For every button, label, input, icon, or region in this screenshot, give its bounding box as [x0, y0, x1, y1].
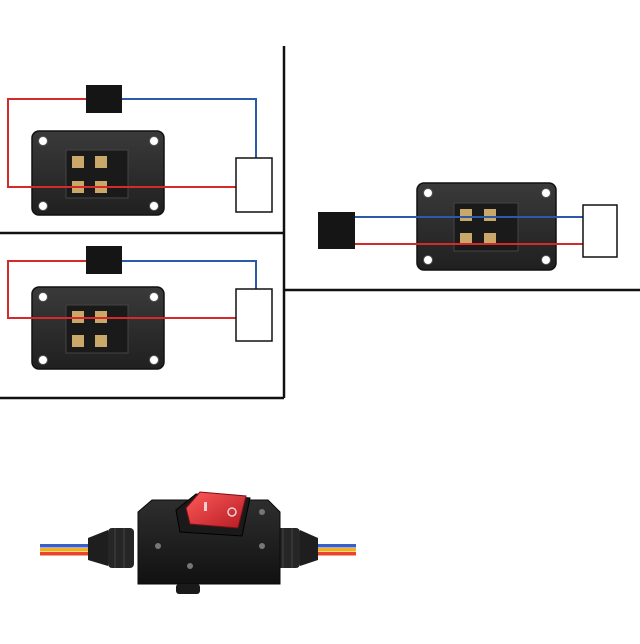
cable-gland-right	[274, 528, 318, 568]
power-source-icon	[86, 246, 122, 274]
live-wire	[7, 98, 236, 188]
screw-hole-icon	[38, 136, 48, 146]
screw-icon	[259, 509, 265, 515]
cable-gland-left	[88, 528, 134, 568]
screw-hole-icon	[38, 355, 48, 365]
load-icon	[582, 204, 618, 258]
switch-plate-icon	[416, 182, 557, 271]
screw-hole-icon	[149, 292, 159, 302]
screw-icon	[155, 543, 161, 549]
panel-bottom-left	[7, 246, 273, 370]
screw-hole-icon	[149, 201, 159, 211]
screw-hole-icon	[541, 255, 551, 265]
screw-icon	[259, 543, 265, 549]
neutral-wire	[122, 98, 257, 158]
screw-icon	[187, 563, 193, 569]
screw-hole-icon	[149, 355, 159, 365]
cable-right	[310, 544, 356, 556]
rocker-switch-icon	[175, 491, 251, 537]
cable-left	[40, 544, 100, 556]
load-icon	[235, 288, 273, 342]
screw-hole-icon	[38, 292, 48, 302]
waterproof-switch-product	[40, 491, 356, 594]
panel-top-left	[7, 85, 273, 216]
switch-plate-icon	[31, 130, 165, 216]
screw-hole-icon	[149, 136, 159, 146]
load-icon	[235, 157, 273, 213]
switch-plate-icon	[31, 286, 165, 370]
screw-hole-icon	[423, 188, 433, 198]
screw-hole-icon	[423, 255, 433, 265]
panel-right	[318, 182, 618, 271]
screw-hole-icon	[38, 201, 48, 211]
panel-dividers	[0, 46, 640, 400]
live-wire	[7, 260, 236, 319]
neutral-wire	[122, 260, 257, 289]
screw-hole-icon	[541, 188, 551, 198]
power-source-icon	[318, 212, 355, 249]
power-source-icon	[86, 85, 122, 113]
